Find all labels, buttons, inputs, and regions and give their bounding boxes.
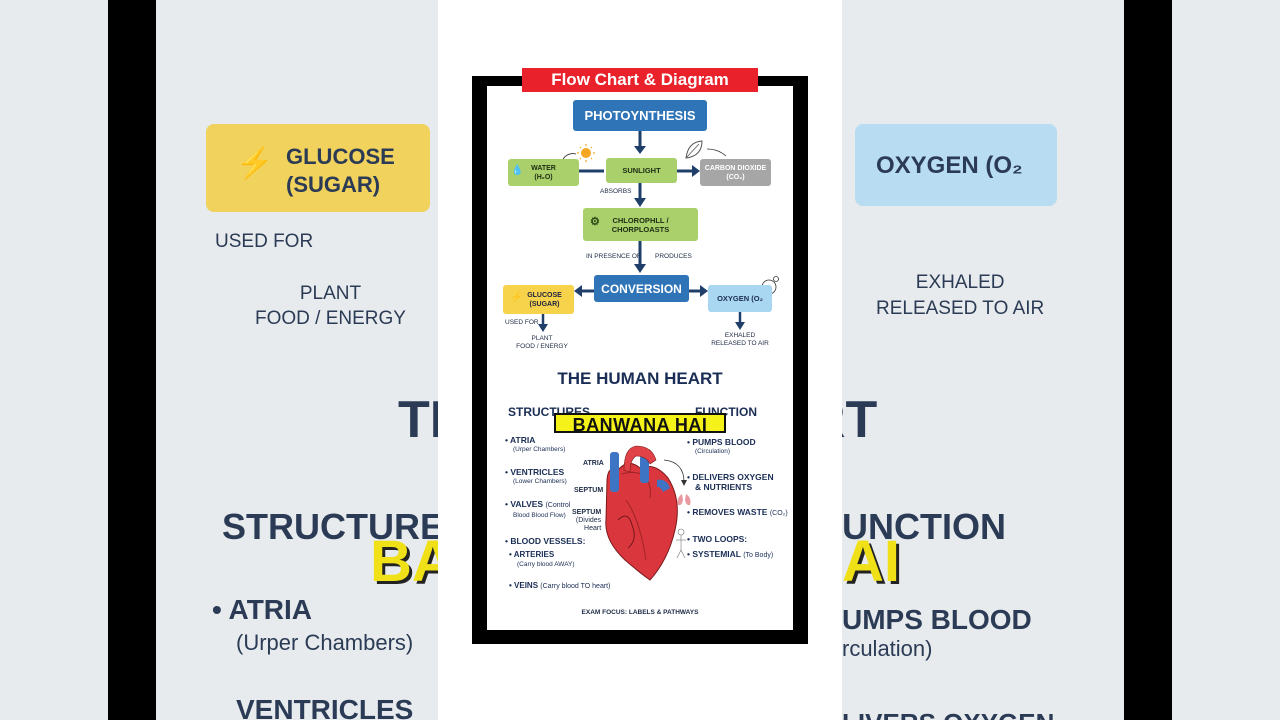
chlorophyll-line2: CHORPLOASTS: [611, 224, 670, 234]
lightning-icon: ⚡: [510, 292, 523, 303]
glucose-sub: (SUGAR): [529, 300, 560, 308]
bg-oxygen-text: OXYGEN (O₂: [876, 152, 1023, 179]
water-label: WATER: [531, 164, 556, 172]
diagram-label-septum: SEPTUM: [574, 487, 604, 494]
bg-glucose-box: [206, 124, 430, 212]
sunlight-box: SUNLIGHT: [606, 158, 677, 183]
bg-delivers-text: LIVERS OXYGEN: [842, 708, 1054, 720]
bg-caption-right: AI: [842, 529, 900, 594]
diagram-label-atria: ATRIA: [583, 460, 604, 467]
function-removes-waste: • REMOVES WASTE (CO₂): [687, 507, 788, 517]
bg-atria-text: • ATRIA: [212, 594, 313, 625]
chlorophyll-box: ⚙ CHLOROPHLL / CHORPLOASTS: [583, 208, 698, 241]
bg-oxygen-box: [855, 124, 1057, 206]
glucose-box: ⚡ GLUCOSE (SUGAR): [503, 285, 574, 314]
function-systemial: • SYSTEMIAL (To Body): [687, 549, 774, 559]
banner-title: Flow Chart & Diagram: [522, 68, 758, 92]
water-box: 💧 WATER (H₂O): [508, 159, 579, 186]
function-delivers-oxygen: • DELIVERS OXYGEN& NUTRIENTS: [687, 472, 774, 492]
water-drop-icon: 💧: [511, 165, 524, 176]
exam-focus-footer: EXAM FOCUS: LABELS & PATHWAYS: [581, 609, 699, 616]
heart-illustration: [605, 445, 691, 581]
bg-used-for: USED FOR: [215, 231, 314, 252]
absorbs-label: ABSORBS: [600, 188, 632, 195]
bg-dark-band-right: [1124, 0, 1172, 720]
structure-veins: • VEINS (Carry blood TO heart): [509, 581, 611, 590]
in-presence-label: IN PRESENCE OF: [586, 253, 641, 260]
leaf-icon: [685, 140, 727, 159]
bg-pumps-text: UMPS BLOOD: [842, 604, 1032, 635]
function-two-loops: • TWO LOOPS:: [687, 534, 748, 544]
oxygen-box: OXYGEN (O₂: [708, 285, 772, 312]
bg-ventricles-text: VENTRICLES: [236, 694, 414, 720]
co2-label: CARBON DIOXIDE: [704, 164, 767, 172]
bg-structures-text: STRUCTURES: [222, 506, 469, 547]
sun-icon: [562, 144, 595, 162]
conversion-box: CONVERSION: [594, 275, 689, 302]
produces-label: PRODUCES: [655, 253, 692, 260]
bg-circulation-text: rculation): [842, 636, 933, 661]
chlorophyll-line1: CHLOROPHLL /: [612, 215, 669, 225]
used-for-label: USED FOR: [505, 319, 539, 326]
structure-atria: • ATRIA(Urper Chambers): [505, 435, 566, 453]
video-caption: BANWANA HAI: [554, 413, 726, 435]
co2-formula: (CO₂): [726, 173, 745, 181]
structure-ventricles: • VENTRICLES(Lower Chambers): [505, 467, 567, 485]
water-formula: (H₂O): [534, 173, 553, 181]
bg-glucose-text: GLUCOSE(SUGAR): [286, 144, 395, 197]
bg-function-text: UNCTION: [842, 506, 1006, 547]
bg-atria-sub: (Urper Chambers): [236, 630, 414, 655]
structure-blood-vessels: • BLOOD VESSELS:: [505, 536, 586, 546]
bg-dark-band-left: [108, 0, 156, 720]
photosynthesis-title-box: PHOTOYNTHESIS: [573, 100, 707, 131]
bg-bolt-icon: ⚡: [236, 147, 274, 180]
bg-heart-title-left: TI: [398, 391, 445, 449]
heart-title: THE HUMAN HEART: [557, 369, 723, 388]
glucose-label: GLUCOSE: [527, 291, 562, 299]
structure-arteries: • ARTERIES(Carry blood AWAY): [509, 550, 575, 568]
function-pumps-blood: • PUMPS BLOOD(Circulation): [687, 437, 756, 455]
carbon-dioxide-box: CARBON DIOXIDE (CO₂): [700, 159, 771, 186]
chloroplast-icon: ⚙: [590, 216, 600, 228]
